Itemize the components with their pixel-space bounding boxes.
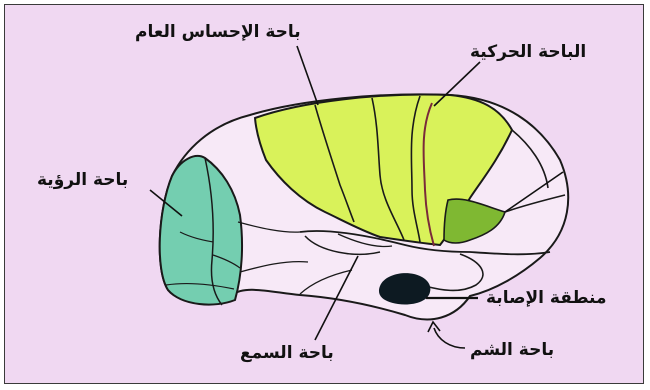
label-visual: باحة الرؤية <box>37 172 128 189</box>
label-motor: الباحة الحركية <box>470 44 586 61</box>
label-somatosensory: باحة الإحساس العام <box>135 24 301 41</box>
label-olfactory: باحة الشم <box>470 342 554 359</box>
label-auditory: باحة السمع <box>240 345 334 362</box>
label-injury: منطقة الإصابة <box>486 290 606 307</box>
